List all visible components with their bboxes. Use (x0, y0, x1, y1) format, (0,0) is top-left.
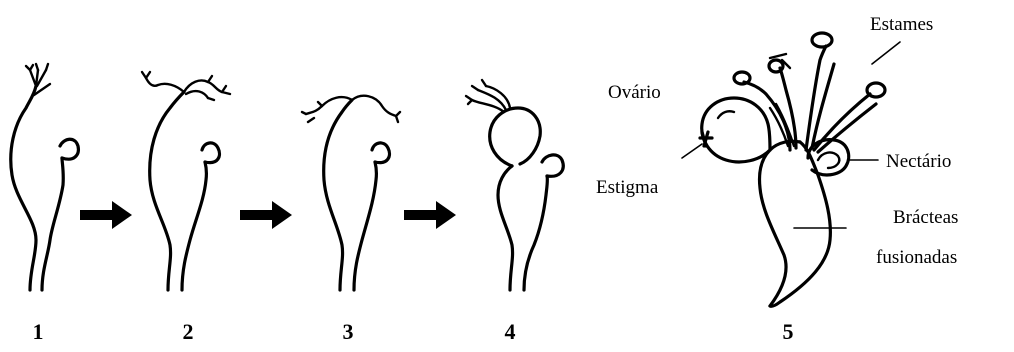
label-ovario: Ovário (608, 82, 661, 103)
label-bracteas-line2: fusionadas (876, 247, 957, 268)
stage-number-5: 5 (783, 319, 794, 344)
arrow-2-3 (240, 201, 292, 229)
arrow-3-4 (404, 201, 456, 229)
leader-estigma (682, 144, 702, 158)
stage-number-3: 3 (343, 319, 354, 344)
stage-1-drawing (11, 64, 79, 290)
label-bracteas-line1: Brácteas (893, 207, 958, 228)
label-estames: Estames (870, 14, 933, 35)
label-estigma: Estigma (596, 177, 659, 198)
leader-estames (872, 42, 900, 64)
stage-number-4: 4 (505, 319, 516, 344)
label-nectario: Nectário (886, 151, 951, 172)
arrow-1-2 (80, 201, 132, 229)
stage-4-drawing (466, 80, 563, 290)
stage-5-drawing (682, 33, 900, 306)
stage-number-1: 1 (33, 319, 44, 344)
stage-2-drawing (142, 72, 230, 290)
stage-number-2: 2 (183, 319, 194, 344)
stage-3-drawing (302, 96, 400, 290)
